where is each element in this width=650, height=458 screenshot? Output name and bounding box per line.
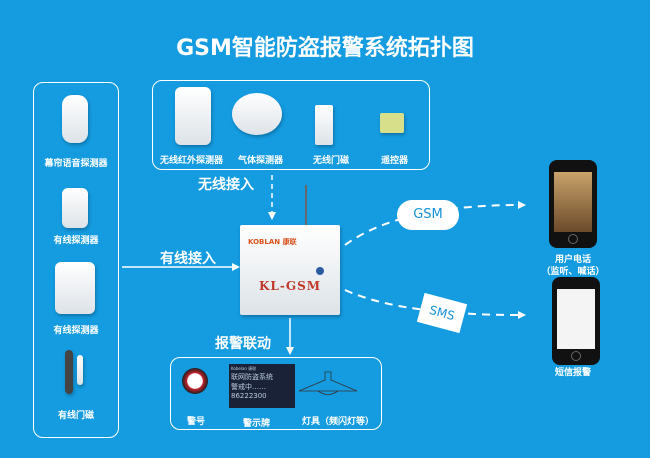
alarm-link-label: 报警联动	[215, 336, 271, 352]
wired-device-label: 有线门磁	[57, 411, 94, 421]
door-magnet-image	[77, 355, 83, 385]
home-button	[568, 234, 578, 244]
sign-line: 联网防盗系统	[231, 373, 273, 381]
home-button	[571, 351, 581, 361]
wired-devices-panel	[33, 82, 119, 438]
wireless-device-label: 无线红外探测器	[160, 156, 224, 166]
siren-image	[182, 368, 208, 394]
wired-access-label: 有线接入	[160, 251, 216, 267]
wireless-device-label: 气体探测器	[238, 156, 284, 166]
gsm-label: GSM	[413, 207, 443, 222]
sms-alarm-label: 短信报警	[554, 368, 591, 378]
lamp-label: 灯具（频闪灯等）	[302, 417, 375, 427]
gsm-cloud: GSM	[397, 200, 459, 230]
user-phone	[549, 160, 597, 248]
controller-model: KL-GSM	[258, 279, 322, 293]
wired-device-label: 幕帘语音探测器	[44, 159, 108, 169]
kl-gsm-controller: KOBLAN 康联 KL-GSM	[240, 225, 340, 315]
wired-detector-image	[62, 188, 88, 228]
gas-detector-image	[232, 93, 282, 135]
wireless-access-label: 无线接入	[198, 177, 254, 193]
controller-brand: KOBLAN 康联	[248, 238, 297, 246]
phone-call-sublabel: （监听、喊话）	[541, 267, 605, 277]
wired-detector-image	[55, 262, 95, 314]
phone-call-label: 用户电话	[554, 255, 591, 265]
sms-phone	[552, 277, 600, 365]
sms-screen	[557, 289, 595, 349]
sign-line: 86222300	[231, 392, 267, 400]
warning-sign-label: 警示牌	[243, 419, 271, 429]
antenna	[305, 185, 307, 230]
call-screen	[554, 172, 592, 232]
wired-device-label: 有线探测器	[53, 236, 99, 246]
alarm-outputs-panel	[170, 357, 382, 430]
page-title: GSM智能防盗报警系统拓扑图	[176, 36, 474, 61]
remote-control-image	[380, 113, 404, 133]
curtain-detector-image	[62, 95, 88, 143]
wireless-devices-panel	[152, 80, 430, 170]
siren-label: 警号	[187, 417, 206, 427]
sign-line: Kobelan 康联	[231, 366, 257, 371]
infrared-detector-image	[175, 87, 211, 145]
sms-label: SMS	[427, 302, 457, 324]
wireless-device-label: 无线门磁	[313, 156, 350, 166]
door-contact-image	[65, 350, 73, 394]
sign-line: 警戒中……	[231, 383, 266, 391]
wireless-device-label: 遥控器	[381, 156, 409, 166]
wireless-door-sensor-image	[315, 105, 333, 145]
indicator-light	[316, 267, 324, 275]
warning-sign-display: Kobelan 康联 联网防盗系统 警戒中…… 86222300	[229, 364, 295, 408]
wired-device-label: 有线探测器	[53, 326, 99, 336]
